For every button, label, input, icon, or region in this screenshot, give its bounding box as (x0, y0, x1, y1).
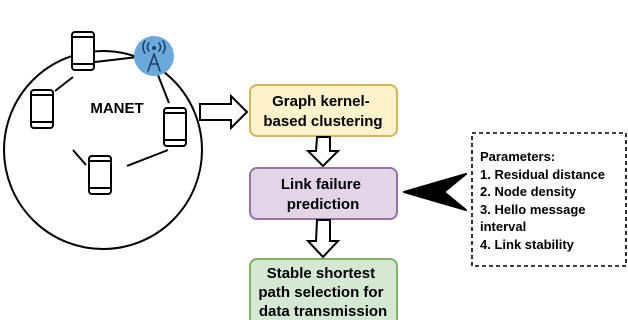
svg-text:Parameters: 1. Residual: Parameters: 1. Residual distance 2. Node… (480, 149, 609, 252)
parameter-item: 1. Residual distance (480, 167, 605, 182)
arrow-down-icon (305, 219, 341, 259)
link-2 (157, 74, 170, 104)
step-line: path selection for (258, 284, 383, 301)
step-box-clustering: Graph kernel- based clustering (249, 84, 398, 137)
arrow-right-icon (199, 93, 249, 131)
parameter-item: 3. Hello message (480, 202, 586, 217)
parameters-title: Parameters: (480, 149, 555, 164)
link-5 (54, 76, 74, 92)
network-links (54, 56, 170, 167)
parameters-box: Parameters: 1. Residual distance 2. Node… (471, 132, 627, 267)
link-3 (126, 149, 169, 167)
step-box-prediction: Link failure prediction (249, 167, 398, 220)
parameter-item: 2. Node density (480, 184, 577, 199)
cell-tower-icon (134, 36, 174, 76)
smartphone-icon (71, 31, 95, 71)
smartphone-icon (88, 155, 112, 195)
arrow-down-icon (305, 136, 341, 168)
step-box-path-selection: Stable shortest path selection for data … (249, 258, 398, 320)
link-4 (72, 149, 87, 166)
step-line: Link failure (281, 176, 361, 193)
arrow-left-icon (403, 173, 467, 211)
parameter-item: interval (480, 219, 526, 234)
manet-label: MANET (90, 100, 143, 117)
step-line: data transmission (259, 303, 387, 320)
step-line: based clustering (263, 113, 382, 130)
svg-text:Link failure prediction: Link failure prediction (281, 176, 365, 213)
smartphone-icon (30, 89, 54, 129)
manet-circle (3, 50, 203, 250)
step-line: Graph kernel- (272, 93, 370, 110)
step-line: prediction (287, 196, 360, 213)
step-line: Stable shortest (267, 265, 375, 282)
svg-text:Graph kernel- based clus: Graph kernel- based clustering (263, 93, 382, 130)
smartphone-icon (163, 107, 187, 147)
parameter-item: 4. Link stability (480, 237, 575, 252)
link-1 (94, 56, 139, 63)
svg-text:Stable shortest path sel: Stable shortest path selection for data … (258, 265, 387, 320)
